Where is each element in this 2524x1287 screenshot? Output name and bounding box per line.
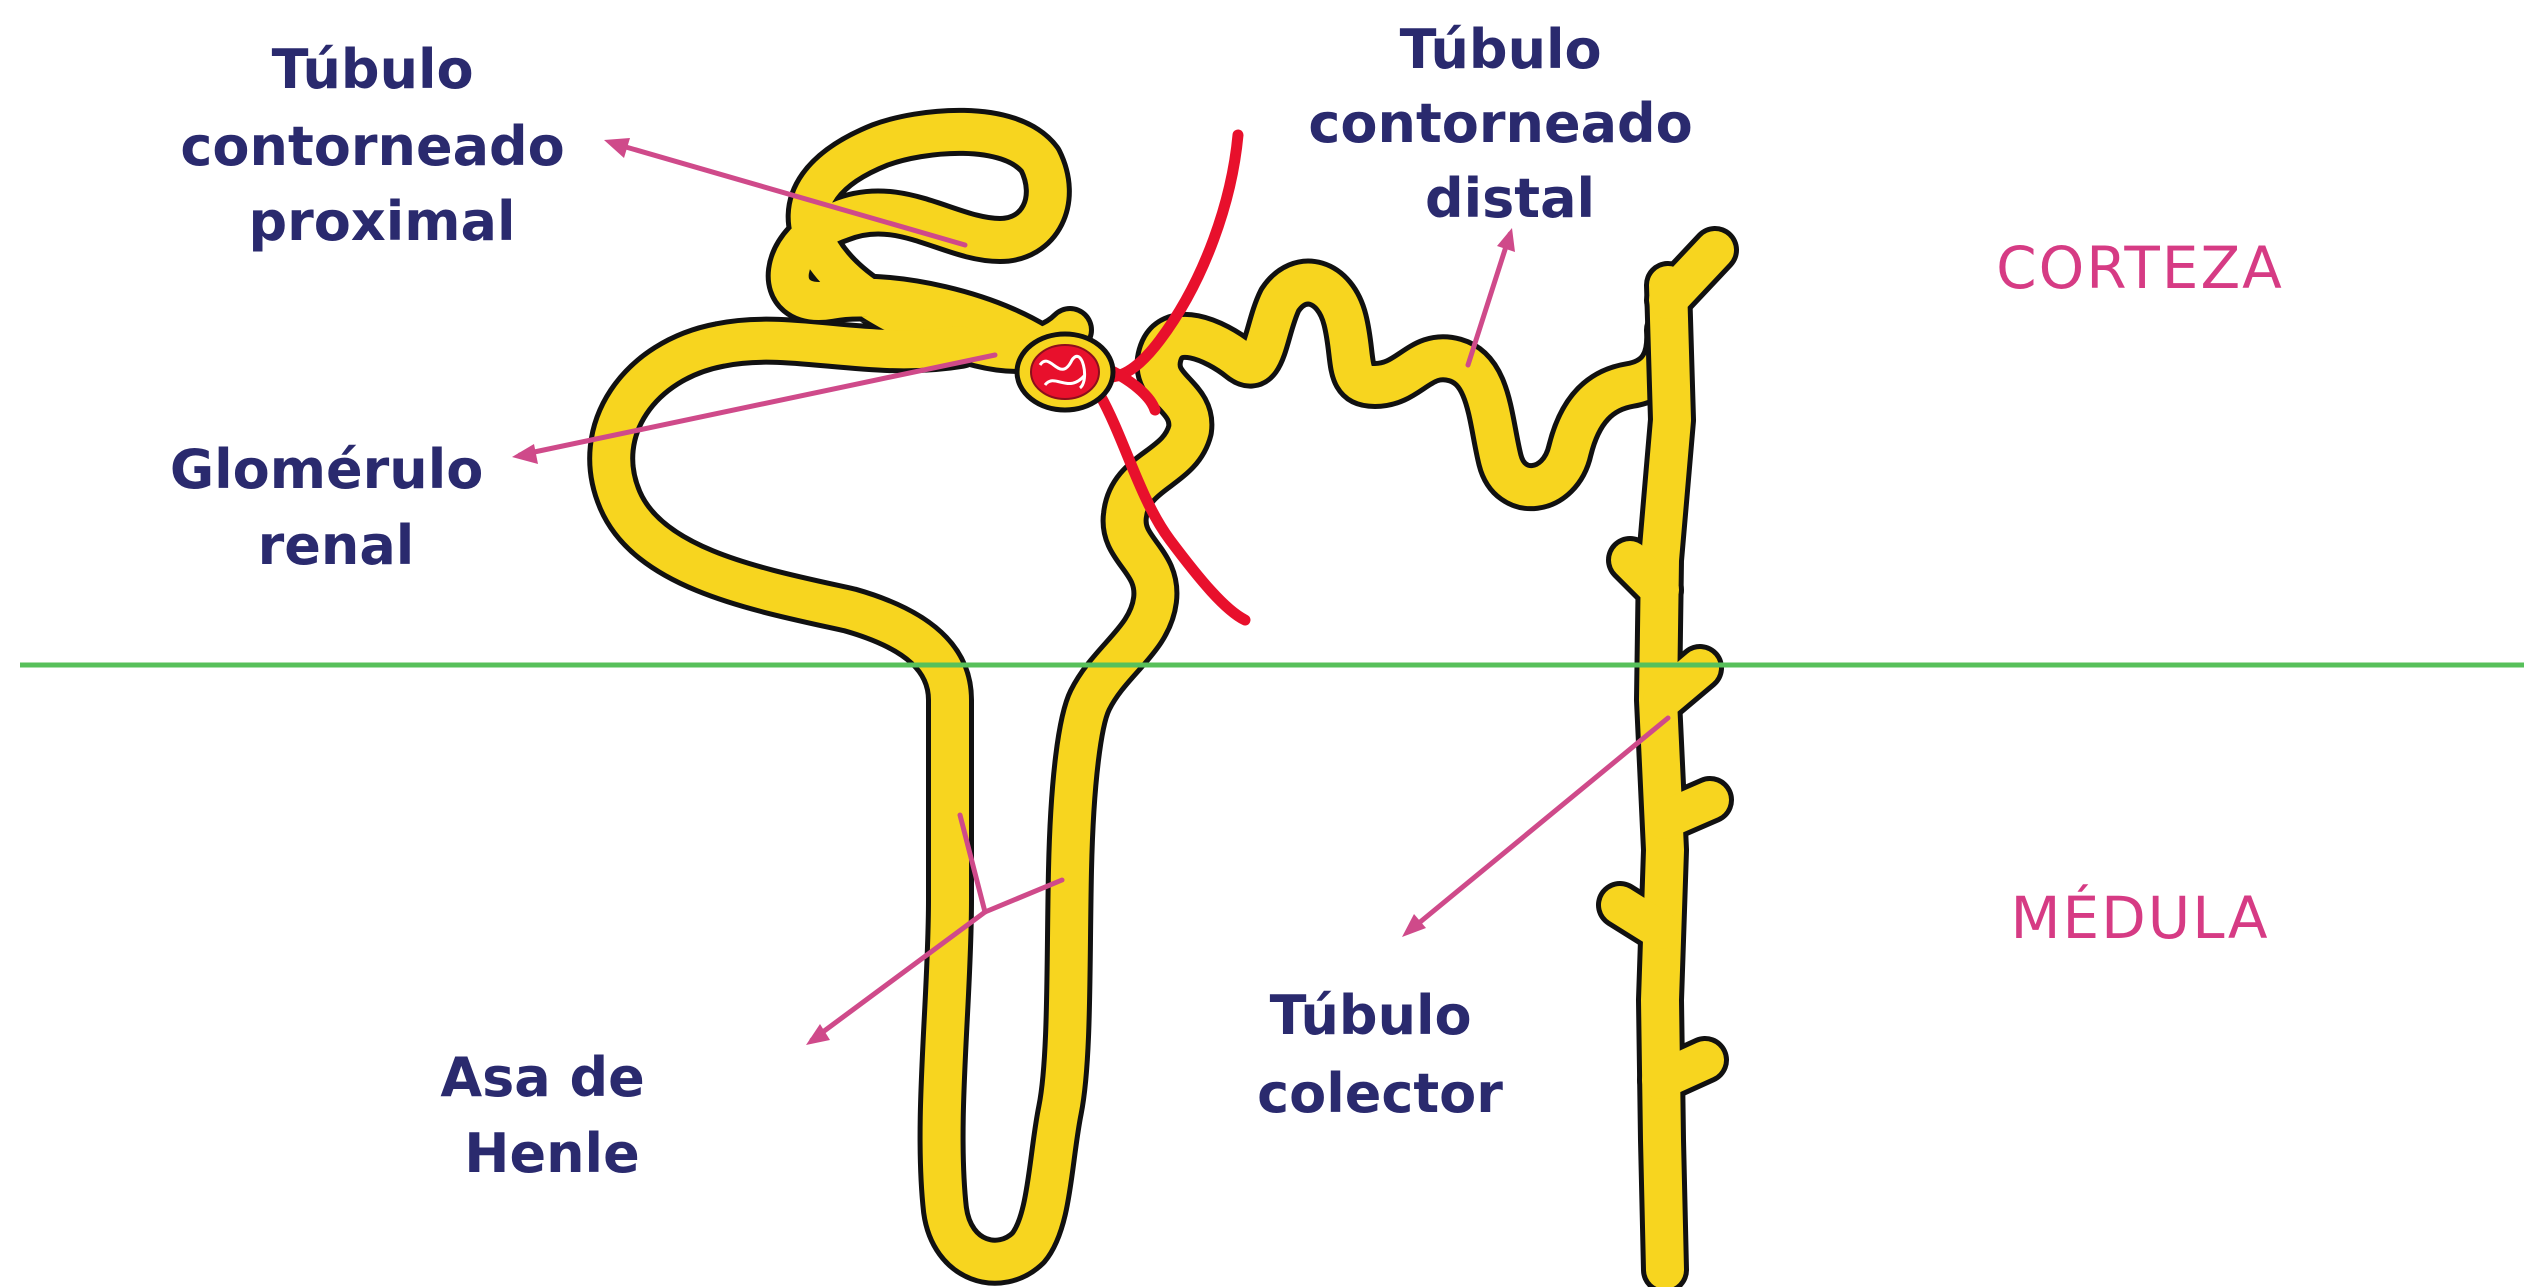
label-glomerulo: Glomérulo renal [170, 438, 502, 577]
zone-medula: MÉDULA [2010, 883, 2269, 952]
label-asa-line-1: Asa de [440, 1046, 644, 1109]
label-proximal-line-1: Túbulo [272, 38, 474, 101]
label-glomerulo-line-2: renal [258, 514, 415, 577]
glomerulus [1017, 334, 1113, 410]
label-distal-line-3: distal [1425, 167, 1595, 230]
label-asa-line-2: Henle [464, 1122, 639, 1185]
label-distal-line-1: Túbulo [1400, 18, 1602, 81]
pointer-glomerulo [520, 355, 995, 455]
label-colector-line-2: colector [1257, 1062, 1503, 1125]
pointer-distal [1468, 234, 1510, 365]
label-colector-line-1: Túbulo [1270, 984, 1472, 1047]
label-colector: Túbulo colector [1257, 984, 1503, 1125]
nephron-tubule [611, 132, 1668, 1262]
label-glomerulo-line-1: Glomérulo [170, 438, 484, 501]
zone-corteza: CORTEZA [1996, 234, 2284, 302]
label-proximal-line-2: contorneado [180, 115, 564, 178]
label-proximal-line-3: proximal [249, 190, 516, 253]
label-distal: Túbulo contorneado distal [1308, 18, 1711, 230]
label-asa-henle: Asa de Henle [440, 1046, 663, 1185]
label-proximal: Túbulo contorneado proximal [180, 38, 583, 253]
label-distal-line-2: contorneado [1308, 92, 1692, 155]
